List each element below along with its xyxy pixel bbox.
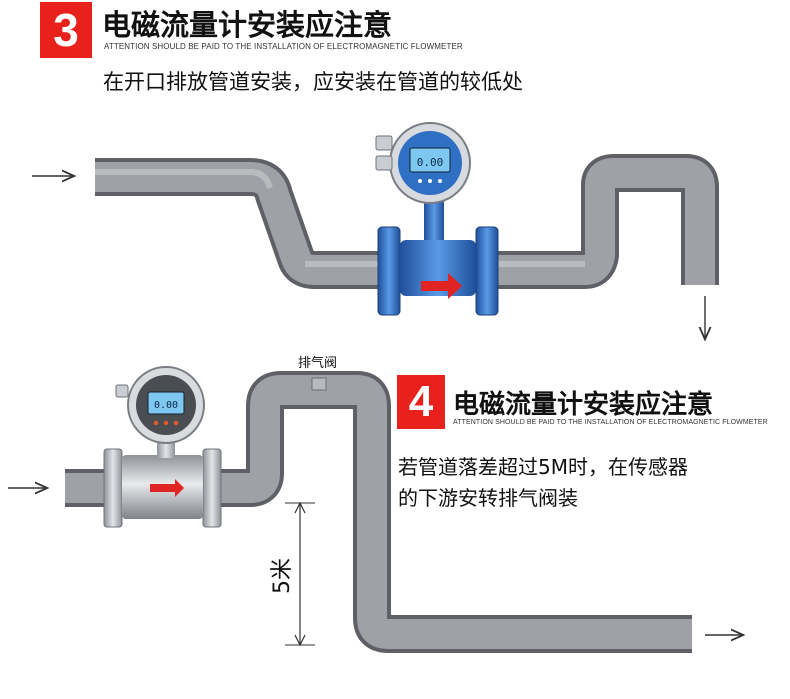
exhaust-valve-label: 排气阀 <box>298 356 338 371</box>
section-3-subtitle: ATTENTION SHOULD BE PAID TO THE INSTALLA… <box>104 42 463 51</box>
height-dimension-line <box>285 501 315 647</box>
section-4-title: 电磁流量计安装应注意 <box>453 390 714 420</box>
bottom-flowmeter-display: 0.00 <box>154 400 178 411</box>
section-3-title: 电磁流量计安装应注意 <box>102 8 393 42</box>
top-pipe <box>95 154 719 289</box>
top-flowmeter-display: 0.00 <box>417 156 444 169</box>
section-4-number-badge: 4 <box>397 375 445 429</box>
section-3-note: 在开口排放管道安装，应安装在管道的较低处 <box>103 70 523 94</box>
bottom-pipe <box>65 371 692 653</box>
section-4-note-line1: 若管道落差超过5M时，在传感器 <box>398 455 688 479</box>
section-4-note-line2: 的下游安转排气阀装 <box>398 486 578 510</box>
top-flowmeter <box>375 122 499 316</box>
section-4-subtitle: ATTENTION SHOULD BE PAID TO THE INSTALLA… <box>453 419 768 426</box>
section-3-number-badge: 3 <box>40 2 92 58</box>
bottom-flowmeter <box>103 366 222 528</box>
